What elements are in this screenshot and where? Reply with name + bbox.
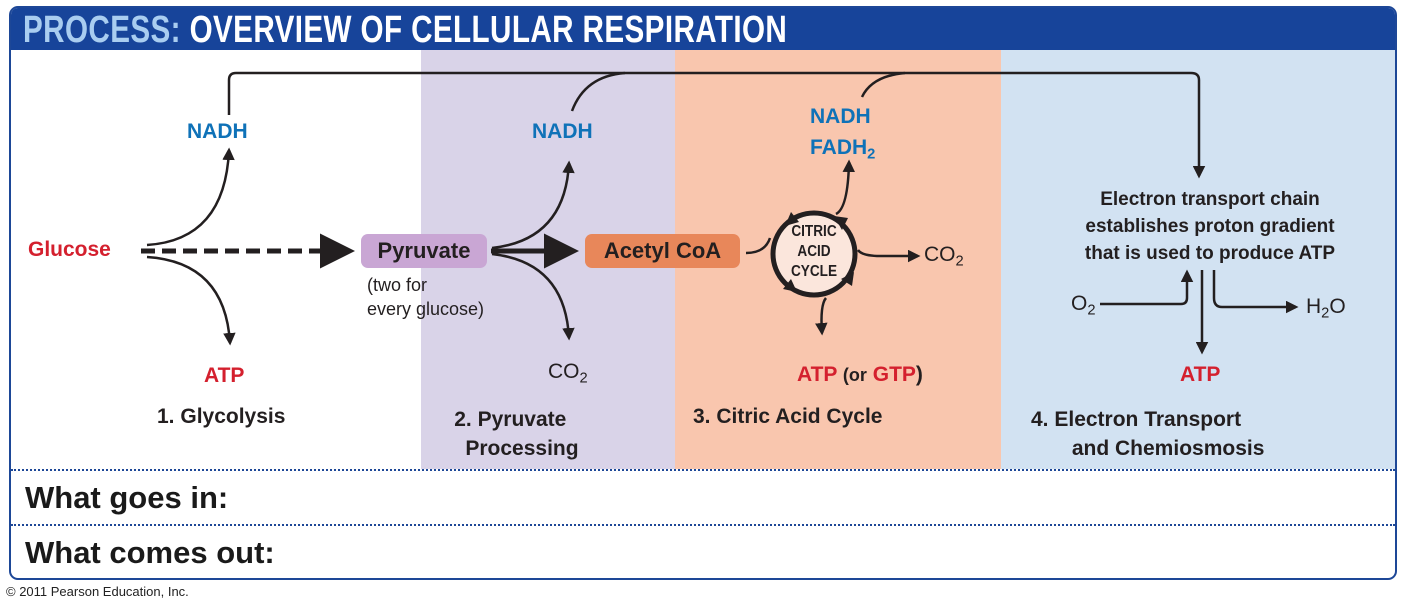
pyruvate-nadh-label: NADH [532,120,593,143]
pyruvate-nadh-arrow [491,160,575,250]
etc-atp-label: ATP [1180,363,1221,386]
citric-co2-label: CO2 [924,243,964,270]
what-goes-in-label: What goes in: [25,480,229,515]
o2-label: O2 [1071,292,1096,319]
stage-1-number: 1. [157,405,175,428]
header-title: PROCESS: OVERVIEW OF CELLULAR RESPIRATIO… [23,9,787,51]
pyruvate-co2-arrow [491,252,575,341]
acetyl-coa-box: Acetyl CoA [585,234,740,268]
citric-nadh-to-line [860,71,906,98]
cycle-atp-arrow [815,297,828,336]
diagram-frame: PROCESS: OVERVIEW OF CELLULAR RESPIRATIO… [9,6,1397,580]
glycolysis-nadh-arrow [146,147,235,247]
citric-atp-label: ATP (or GTP) [797,363,923,386]
stage-2-title: 2. Pyruvate Processing [454,408,579,460]
pyruvate-note-line2: every glucose) [367,299,485,319]
header-bar: PROCESS: OVERVIEW OF CELLULAR RESPIRATIO… [11,8,1395,51]
o2-arrow [1100,269,1194,306]
divider-goes-in [11,469,1395,471]
stage-3-title: 3. Citric Acid Cycle [693,405,883,428]
pyruvate-nadh-to-line [570,71,626,112]
what-comes-out-label: What comes out: [25,535,275,570]
header-main-title: OVERVIEW OF CELLULAR RESPIRATION [189,9,788,51]
cycle-nadh-arrow [835,159,856,216]
stage-4-title: 4. Electron Transport and Chemiosmosis [1031,408,1265,460]
acetyl-to-cycle [745,237,772,255]
h2o-arrow [1212,270,1299,314]
pyruvate-note: (two for every glucose) [367,273,484,321]
glycolysis-atp-label: ATP [204,364,245,387]
copyright-notice: © 2011 Pearson Education, Inc. [6,584,189,599]
stage-1-name: Glycolysis [180,405,286,428]
pyruvate-co2-label: CO2 [548,360,588,387]
header-prefix: PROCESS: [23,9,181,51]
citric-acid-cycle-circle [770,210,858,298]
electron-carrier-line [227,71,1206,179]
h2o-label: H2O [1306,295,1346,322]
divider-comes-out [11,524,1395,526]
glycolysis-nadh-label: NADH [187,120,248,143]
cycle-co2-arrow [856,249,921,263]
stage-1-title: 1. Glycolysis [157,405,285,429]
glucose-label: Glucose [28,238,111,261]
glycolysis-atp-arrow [146,255,236,346]
pyruvate-note-line1: (two for [367,275,428,295]
pyruvate-box: Pyruvate [361,234,487,268]
cycle-arrowheads [783,212,854,292]
